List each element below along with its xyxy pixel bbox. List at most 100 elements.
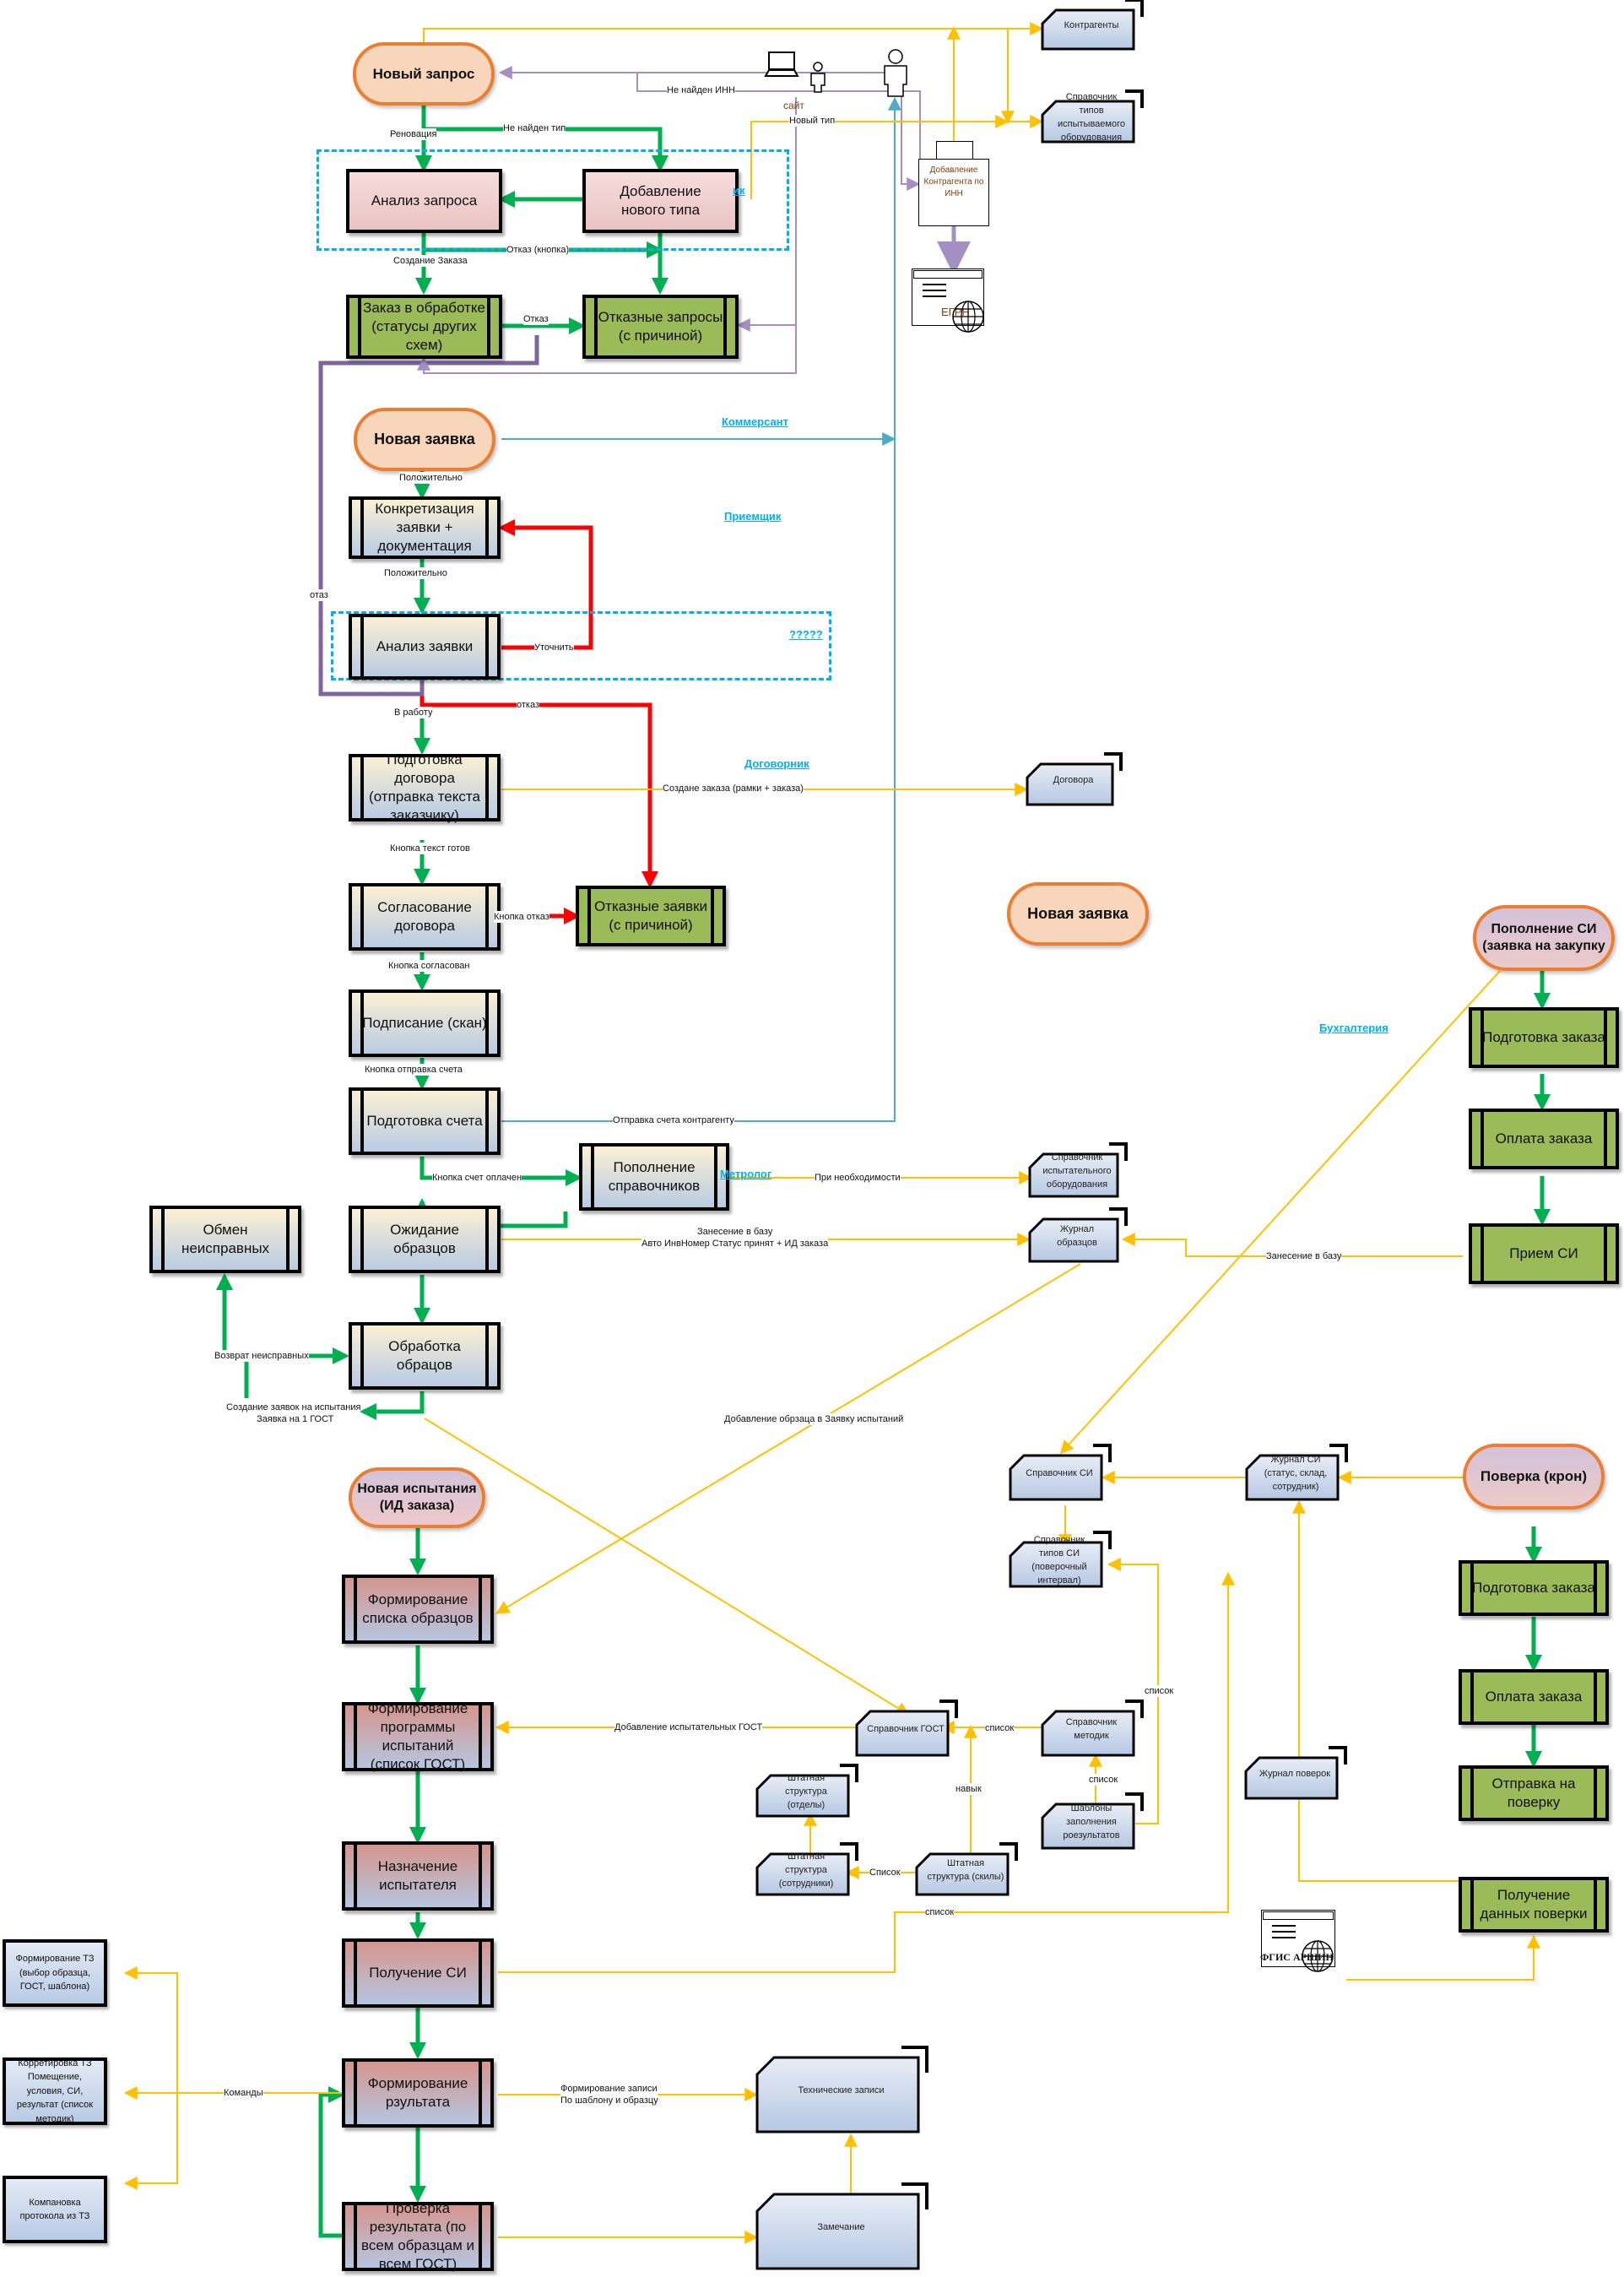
store-shape: [1028, 1217, 1119, 1263]
process-send-verification[interactable]: Отправка на поверку: [1459, 1765, 1609, 1821]
process-rejected-applications[interactable]: Отказные заявки (с причиной): [576, 886, 726, 946]
store-staff-employees[interactable]: Штатная структура (сотрудники): [755, 1842, 858, 1896]
edge-cmd-tz-form: [123, 1966, 178, 2093]
edge-verify-data-to-journal: [1292, 1761, 1460, 1882]
label-reject-button: Отказ (кнопка): [506, 244, 570, 257]
start-new-application[interactable]: Новая заявка: [354, 408, 495, 471]
fgis-web-icon[interactable]: ФГИС АРШИН: [1260, 1910, 1335, 1972]
label-new-type: Новый тип: [789, 115, 836, 127]
label-list-templates: список: [1089, 1774, 1118, 1786]
store-tech-records[interactable]: Технические записи: [755, 2046, 928, 2133]
role-priemshik[interactable]: Приемщик: [724, 510, 782, 523]
label-create-tests: Создание заявок на испытания: [226, 1401, 361, 1414]
start-new-request[interactable]: Новый запрос: [353, 42, 495, 106]
process-contract-approval[interactable]: Согласование договора: [349, 883, 501, 951]
process-sample-list[interactable]: Формирование списка образцов: [342, 1575, 494, 1644]
store-gost-ref[interactable]: Справочник ГОСТ: [855, 1700, 958, 1757]
process-test-program[interactable]: Формирование программы испытаний (список…: [342, 1700, 494, 1772]
process-fill-references[interactable]: Пополнение справочников: [579, 1143, 729, 1211]
store-shape: [755, 2056, 920, 2133]
store-corner: [939, 1700, 958, 1718]
process-assign-tester[interactable]: Назначение испытателя: [342, 1841, 494, 1911]
store-test-equipment[interactable]: Справочник испытательного оборудования: [1028, 1142, 1128, 1198]
globe-icon: [1302, 1940, 1334, 1972]
edge-processing-to-gost: [424, 1418, 910, 1716]
role-buh[interactable]: Бухгалтерия: [1319, 1022, 1389, 1034]
store-shape: [1245, 1454, 1340, 1501]
store-contractors[interactable]: Контрагенты: [1041, 0, 1144, 51]
start-verification[interactable]: Поверка (крон): [1463, 1444, 1605, 1510]
store-contracts[interactable]: Договора: [1026, 752, 1123, 806]
store-corner: [1104, 752, 1123, 771]
process-v-prepare-order[interactable]: Подготовка заказа: [1459, 1560, 1609, 1616]
process-form-result[interactable]: Формирование рзультата: [342, 2058, 494, 2128]
label-create-contract-order: Создане заказа (рамки + заказа): [663, 783, 804, 795]
edge-to-contractors: [423, 22, 1044, 51]
store-corner: [1109, 1207, 1128, 1226]
store-shape: [1026, 762, 1114, 806]
process-check-result[interactable]: Проверка результата (по всем образцам и …: [342, 2200, 494, 2272]
store-remark[interactable]: Замечание: [755, 2182, 928, 2270]
user-icon: [884, 49, 907, 97]
process-get-si[interactable]: Получение СИ: [342, 1938, 494, 2008]
store-templates[interactable]: Шаблоны заполнения роезультатов: [1041, 1792, 1144, 1850]
role-unknown[interactable]: ?????: [789, 628, 823, 641]
store-corner: [1329, 1444, 1348, 1462]
store-verif-journal[interactable]: Журнал поверок: [1244, 1746, 1347, 1800]
process-prepare-order[interactable]: Подготовка заказа: [1469, 1007, 1619, 1068]
edge-reject-purple: [318, 335, 539, 697]
add-contractor-box[interactable]: Добавление Контрагента по ИНН: [918, 141, 989, 226]
store-staff-skills[interactable]: Штатная структура (скилы): [915, 1842, 1018, 1896]
start-purchase-si[interactable]: Пополнение СИ (заявка на закупку: [1473, 905, 1615, 971]
process-specify-application[interactable]: Конкретизация заявки + документация: [349, 496, 501, 559]
store-shape: [1028, 1152, 1119, 1198]
store-shape: [1041, 100, 1135, 144]
role-partial-label[interactable]: ик: [733, 184, 745, 197]
label-reject-red: отказ: [517, 699, 540, 712]
process-application-analysis[interactable]: Анализ заявки: [349, 614, 501, 680]
tz-form[interactable]: Формирование ТЗ (выбор образца, ГОСТ, ша…: [3, 1939, 107, 2007]
process-invoice-prep[interactable]: Подготовка счета: [349, 1087, 501, 1155]
edge-paid: [420, 1157, 582, 1186]
process-request-analysis[interactable]: Анализ запроса: [346, 169, 502, 233]
store-si-journal[interactable]: Журнал СИ (статус, склад, сотрудник): [1245, 1444, 1348, 1501]
process-v-pay-order[interactable]: Оплата заказа: [1459, 1669, 1609, 1725]
tz-correction[interactable]: Корретировка ТЗ Помещение, условия, СИ, …: [3, 2057, 107, 2125]
role-metrolog[interactable]: Метролог: [720, 1168, 772, 1180]
process-sample-processing[interactable]: Обработка обрацов: [349, 1322, 501, 1390]
process-receive-si[interactable]: Прием СИ: [1469, 1223, 1619, 1284]
process-contract-prep[interactable]: Подготовка договора (отправка текста зак…: [349, 751, 501, 823]
role-dogovornik[interactable]: Договорник: [744, 757, 809, 770]
process-exchange-faulty[interactable]: Обмен неисправных: [149, 1206, 301, 1273]
edge-type-not-found: [424, 127, 669, 172]
egrn-web-icon[interactable]: ЕГРН: [912, 268, 984, 333]
process-get-verification-data[interactable]: Получение данных поверки: [1459, 1877, 1609, 1933]
store-equipment-types[interactable]: Справочник типов испытываемого оборудова…: [1041, 89, 1144, 144]
store-corner: [1125, 0, 1144, 17]
start-new-test[interactable]: Новая испытания (ИД заказа): [349, 1467, 485, 1528]
process-add-new-type[interactable]: Добавление нового типа: [582, 169, 739, 233]
tz-protocol[interactable]: Компановка протокола из ТЗ: [3, 2176, 107, 2243]
process-waiting-samples[interactable]: Ожидание образцов: [349, 1206, 501, 1273]
store-shape: [915, 1852, 1010, 1896]
process-rejected-requests[interactable]: Отказные запросы (с причиной): [582, 295, 739, 359]
label-reject: Отказ: [523, 313, 549, 326]
process-signing[interactable]: Подписание (скан): [349, 989, 501, 1057]
label-list-si-types: список: [1145, 1685, 1174, 1698]
store-si-ref[interactable]: Справочник СИ: [1009, 1444, 1112, 1501]
process-order-processing[interactable]: Заказ в обработке (статусы других схем): [346, 295, 502, 359]
store-shape: [755, 2193, 920, 2270]
label-return-faulty: Возврат неисправных: [214, 1350, 309, 1363]
role-kommersant[interactable]: Коммерсант: [722, 415, 788, 428]
process-pay-order[interactable]: Оплата заказа: [1469, 1109, 1619, 1169]
store-si-types[interactable]: Справочник типов СИ (поверочный интервал…: [1009, 1531, 1112, 1588]
store-sample-journal[interactable]: Журнал образцов: [1028, 1207, 1128, 1263]
label-paid: Кнопка счет оплачен: [432, 1172, 522, 1185]
store-staff-depts[interactable]: Штатная структура (отделы): [755, 1764, 858, 1818]
edge-actor-to-add-contractor: [901, 91, 921, 191]
store-corner: [1125, 1700, 1144, 1718]
edge-check-loop: [318, 2086, 345, 2238]
edge-return-faulty: [244, 1347, 349, 1398]
start-new-application-alt[interactable]: Новая заявка: [1007, 882, 1149, 946]
store-methods-ref[interactable]: Справочник методик: [1041, 1700, 1144, 1757]
